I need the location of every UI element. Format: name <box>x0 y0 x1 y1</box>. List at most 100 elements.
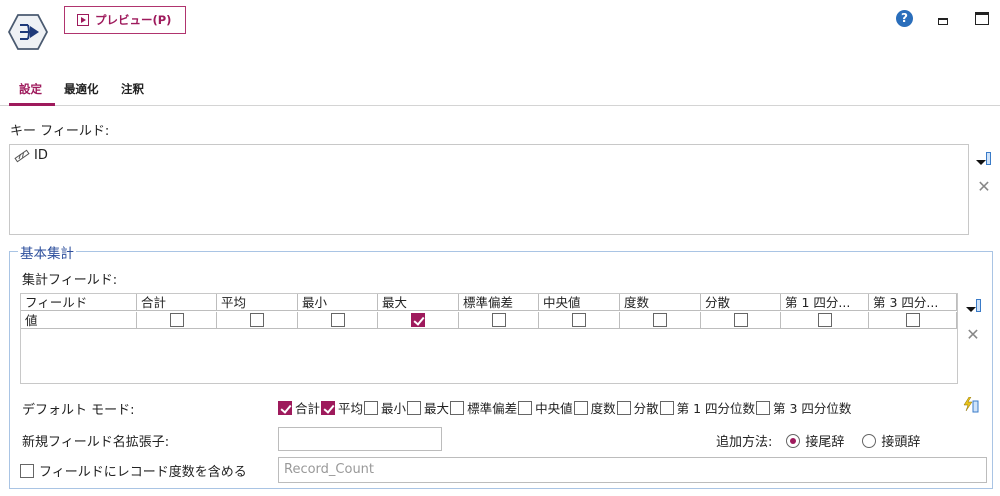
variance-checkbox[interactable] <box>733 313 748 327</box>
default-mode-label: デフォルト モード: <box>22 403 135 418</box>
new-field-suffix-input[interactable] <box>278 427 442 451</box>
key-field-item[interactable]: ID <box>14 148 48 163</box>
key-fields-list[interactable]: ID <box>9 144 969 235</box>
pick-agg-field-button[interactable] <box>966 299 982 313</box>
prefix-radio-circle[interactable] <box>862 433 877 448</box>
key-icon <box>14 149 30 162</box>
row-field-name: 値 <box>21 312 137 329</box>
mode-q3-checkbox[interactable] <box>756 400 771 415</box>
help-icon[interactable]: ? <box>896 10 913 27</box>
min-checkbox[interactable] <box>330 313 345 327</box>
remove-agg-field-button[interactable]: ✕ <box>966 325 980 344</box>
mode-mean[interactable]: 平均 <box>321 398 363 417</box>
mode-max-label: 最大 <box>424 401 450 416</box>
median-checkbox[interactable] <box>572 313 586 327</box>
field-list-icon <box>986 152 991 165</box>
mode-count-label: 度数 <box>590 401 616 416</box>
append-method-group: 追加方法: 接尾辞 接頭辞 <box>716 431 920 450</box>
mode-max[interactable]: 最大 <box>407 398 449 417</box>
mode-q1[interactable]: 第 1 四分位数 <box>659 398 756 417</box>
sum-checkbox[interactable] <box>169 313 184 327</box>
mode-sum-label: 合計 <box>295 401 321 416</box>
mode-mean-label: 平均 <box>338 401 364 416</box>
mode-variance[interactable]: 分散 <box>616 398 659 417</box>
prefix-radio-label: 接頭辞 <box>881 435 921 450</box>
mode-median[interactable]: 中央値 <box>518 398 573 417</box>
q3-checkbox[interactable] <box>905 313 920 327</box>
append-method-label: 追加方法: <box>716 435 773 450</box>
include-record-count[interactable]: フィールドにレコード度数を含める <box>20 461 247 480</box>
tab-optimization[interactable]: 最適化 <box>64 82 99 96</box>
mode-q1-label: 第 1 四分位数 <box>676 401 756 416</box>
pick-key-field-button[interactable] <box>976 152 992 166</box>
mode-stddev-checkbox[interactable] <box>450 400 465 415</box>
dropdown-arrow-icon <box>976 160 986 165</box>
tab-settings[interactable]: 設定 <box>19 82 42 96</box>
tab-annotation[interactable]: 注釈 <box>121 82 144 96</box>
aggregation-grid[interactable]: フィールド 合計 平均 最小 最大 標準偏差 中央値 度数 分散 第 1 四分.… <box>20 293 958 384</box>
mode-q1-checkbox[interactable] <box>659 400 674 415</box>
key-field-name: ID <box>34 148 48 163</box>
mode-sum[interactable]: 合計 <box>278 398 320 417</box>
include-record-count-label: フィールドにレコード度数を含める <box>39 465 247 480</box>
field-list-icon <box>976 299 981 312</box>
column-header-max[interactable]: 最大 <box>378 294 459 311</box>
mode-variance-label: 分散 <box>633 401 659 416</box>
column-header-field[interactable]: フィールド <box>21 294 137 311</box>
stddev-checkbox[interactable] <box>491 313 506 327</box>
default-mode-options: 合計 平均 最小 最大 標準偏差 中央値 度数 分散 第 1 四分位数 第 3 … <box>278 398 852 417</box>
active-tab-indicator <box>9 103 55 106</box>
mode-median-checkbox[interactable] <box>518 400 533 415</box>
dropdown-arrow-icon <box>966 307 976 312</box>
remove-key-field-button[interactable]: ✕ <box>977 177 991 196</box>
preview-button[interactable]: プレビュー(P) <box>64 6 186 34</box>
q1-checkbox[interactable] <box>817 313 832 327</box>
mode-count[interactable]: 度数 <box>573 398 616 417</box>
basic-aggregation-group <box>9 251 993 489</box>
suffix-radio-circle[interactable] <box>786 433 801 448</box>
column-header-q3[interactable]: 第 3 四分... <box>869 294 957 311</box>
apply-defaults-icon[interactable] <box>963 397 979 413</box>
new-field-suffix-label: 新規フィールド名拡張子: <box>22 435 170 450</box>
tab-bar: 設定 最適化 注釈 <box>0 76 1000 106</box>
record-count-field-input[interactable]: Record_Count <box>278 457 987 483</box>
column-header-q1[interactable]: 第 1 四分... <box>781 294 869 311</box>
mean-checkbox[interactable] <box>250 313 264 327</box>
maximize-icon[interactable] <box>975 12 989 25</box>
mode-count-checkbox[interactable] <box>573 400 588 415</box>
mode-min-checkbox[interactable] <box>364 400 379 415</box>
max-checkbox[interactable] <box>411 313 425 327</box>
suffix-radio[interactable]: 接尾辞 <box>786 431 844 450</box>
preview-label: プレビュー(P) <box>95 13 172 27</box>
column-header-count[interactable]: 度数 <box>620 294 701 311</box>
mode-sum-checkbox[interactable] <box>278 400 292 415</box>
column-header-stddev[interactable]: 標準偏差 <box>459 294 539 311</box>
column-header-mean[interactable]: 平均 <box>217 294 298 311</box>
mode-median-label: 中央値 <box>535 401 573 416</box>
column-header-min[interactable]: 最小 <box>298 294 378 311</box>
aggregate-node-icon <box>8 14 48 50</box>
mode-stddev[interactable]: 標準偏差 <box>450 398 517 417</box>
suffix-radio-label: 接尾辞 <box>805 435 845 450</box>
grid-header-row: フィールド 合計 平均 最小 最大 標準偏差 中央値 度数 分散 第 1 四分.… <box>21 294 957 311</box>
mode-variance-checkbox[interactable] <box>616 400 631 415</box>
column-header-variance[interactable]: 分散 <box>701 294 781 311</box>
table-row[interactable]: 値 <box>21 312 957 329</box>
mode-q3[interactable]: 第 3 四分位数 <box>756 398 851 417</box>
mode-stddev-label: 標準偏差 <box>467 401 518 416</box>
column-header-median[interactable]: 中央値 <box>539 294 620 311</box>
play-icon <box>77 14 89 26</box>
mode-q3-label: 第 3 四分位数 <box>773 401 852 416</box>
agg-fields-label: 集計フィールド: <box>22 273 118 288</box>
mode-max-checkbox[interactable] <box>407 400 422 415</box>
mode-min-label: 最小 <box>381 401 407 416</box>
count-checkbox[interactable] <box>653 313 667 327</box>
column-header-sum[interactable]: 合計 <box>137 294 217 311</box>
key-fields-label: キー フィールド: <box>10 124 110 139</box>
prefix-radio[interactable]: 接頭辞 <box>862 431 920 450</box>
basic-aggregation-legend: 基本集計 <box>18 242 76 262</box>
mode-mean-checkbox[interactable] <box>321 400 336 415</box>
minimize-icon[interactable] <box>938 18 948 25</box>
mode-min[interactable]: 最小 <box>364 398 406 417</box>
include-record-count-checkbox[interactable] <box>20 463 34 478</box>
